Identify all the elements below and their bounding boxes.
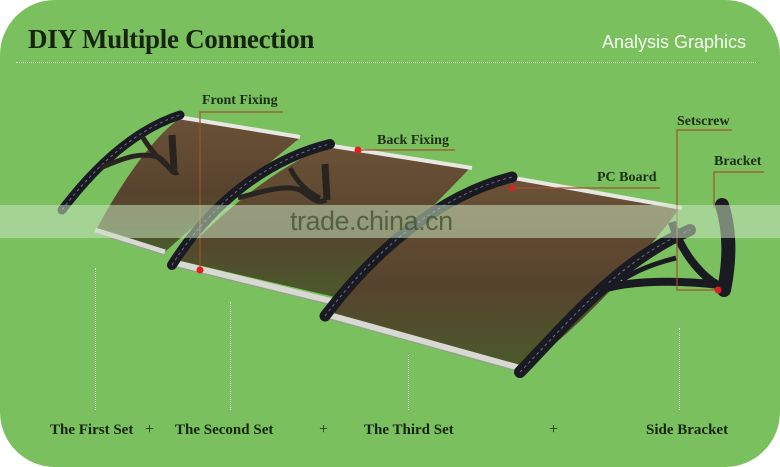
label-third-set: The Third Set (364, 422, 454, 438)
label-side-bracket: Side Bracket (646, 422, 729, 438)
label-first-set: The First Set (50, 422, 134, 438)
watermark-text: trade.china.cn (290, 206, 453, 236)
header-divider (16, 62, 756, 63)
plus-sign-1: + (145, 421, 155, 438)
plus-sign-3: + (549, 421, 559, 438)
watermark-band (0, 205, 780, 238)
guide-line-side-bracket (679, 328, 680, 410)
label-second-set: The Second Set (175, 422, 274, 438)
page-title: DIY Multiple Connection (28, 24, 315, 54)
fixing-markers (196, 146, 722, 294)
guide-line-first-set (95, 268, 96, 410)
callout-setscrew: Setscrew (677, 114, 730, 129)
page-subtitle: Analysis Graphics (601, 32, 746, 52)
callout-pc-board: PC Board (597, 170, 657, 185)
guide-line-second-set (230, 302, 231, 410)
callout-bracket: Bracket (714, 154, 762, 169)
callout-front-fixing: Front Fixing (202, 93, 278, 108)
guide-line-third-set (408, 355, 409, 410)
callout-back-fixing: Back Fixing (377, 133, 449, 148)
plus-sign-2: + (319, 421, 329, 438)
